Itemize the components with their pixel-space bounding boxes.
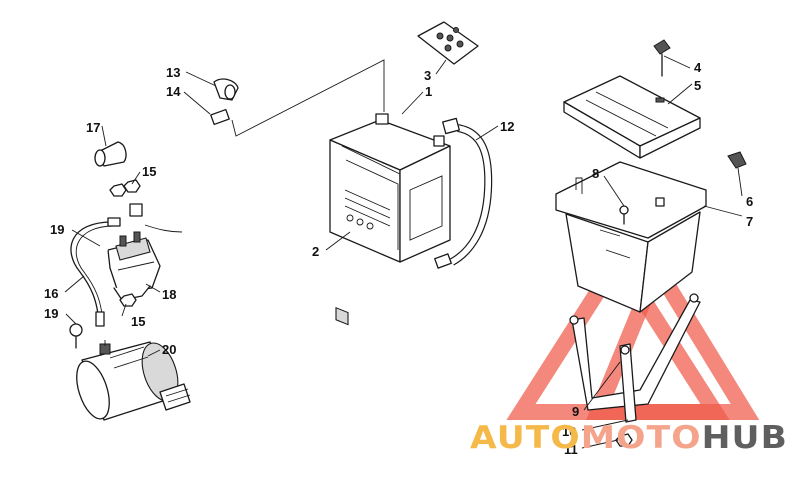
strap-9 bbox=[569, 293, 701, 411]
label-19b: 19 bbox=[44, 306, 58, 321]
knob-4 bbox=[653, 39, 671, 77]
label-17: 17 bbox=[86, 120, 100, 135]
cable-16 bbox=[70, 217, 121, 327]
nut-15-lower bbox=[119, 293, 137, 307]
label-7: 7 bbox=[746, 214, 753, 229]
hardware-kit-3 bbox=[417, 21, 479, 65]
label-4: 4 bbox=[694, 60, 702, 75]
label-15b: 15 bbox=[131, 314, 145, 329]
label-11: 11 bbox=[564, 442, 578, 457]
battery-tray-7 bbox=[555, 161, 707, 313]
hold-down-plate-5 bbox=[563, 75, 701, 159]
label-2: 2 bbox=[312, 244, 319, 259]
watermark-auto: AUTO bbox=[470, 420, 581, 456]
watermark-moto: MOTO bbox=[581, 420, 702, 456]
label-10: 10 bbox=[562, 424, 576, 439]
leader-lines bbox=[64, 55, 743, 449]
connection-line bbox=[231, 59, 385, 137]
watermark-hub: HUB bbox=[702, 420, 788, 456]
label-1: 1 bbox=[425, 84, 432, 99]
starter-solenoid bbox=[107, 231, 161, 301]
label-13: 13 bbox=[166, 65, 180, 80]
battery bbox=[329, 113, 451, 326]
label-3: 3 bbox=[424, 68, 431, 83]
cable-14 bbox=[129, 108, 230, 233]
terminal-boot-13 bbox=[213, 78, 239, 101]
label-12: 12 bbox=[500, 119, 514, 134]
nut-15-upper bbox=[109, 179, 141, 197]
label-18: 18 bbox=[162, 287, 176, 302]
label-9: 9 bbox=[572, 404, 579, 419]
terminal-boot-17 bbox=[94, 141, 127, 167]
clip-6 bbox=[727, 151, 747, 169]
label-14: 14 bbox=[166, 84, 181, 99]
label-19a: 19 bbox=[50, 222, 64, 237]
cable-12 bbox=[434, 117, 493, 269]
label-8: 8 bbox=[592, 166, 599, 181]
starter-motor bbox=[76, 340, 191, 421]
part-labels: 1 2 3 4 5 6 7 8 9 10 11 12 13 14 15 15 1… bbox=[44, 60, 753, 457]
watermark-logo-triangles bbox=[506, 245, 760, 420]
label-16: 16 bbox=[44, 286, 58, 301]
label-20: 20 bbox=[162, 342, 176, 357]
label-15a: 15 bbox=[142, 164, 156, 179]
label-6: 6 bbox=[746, 194, 753, 209]
bolt-19-lower bbox=[69, 323, 83, 349]
bracket-10 bbox=[619, 343, 637, 423]
label-5: 5 bbox=[694, 78, 701, 93]
